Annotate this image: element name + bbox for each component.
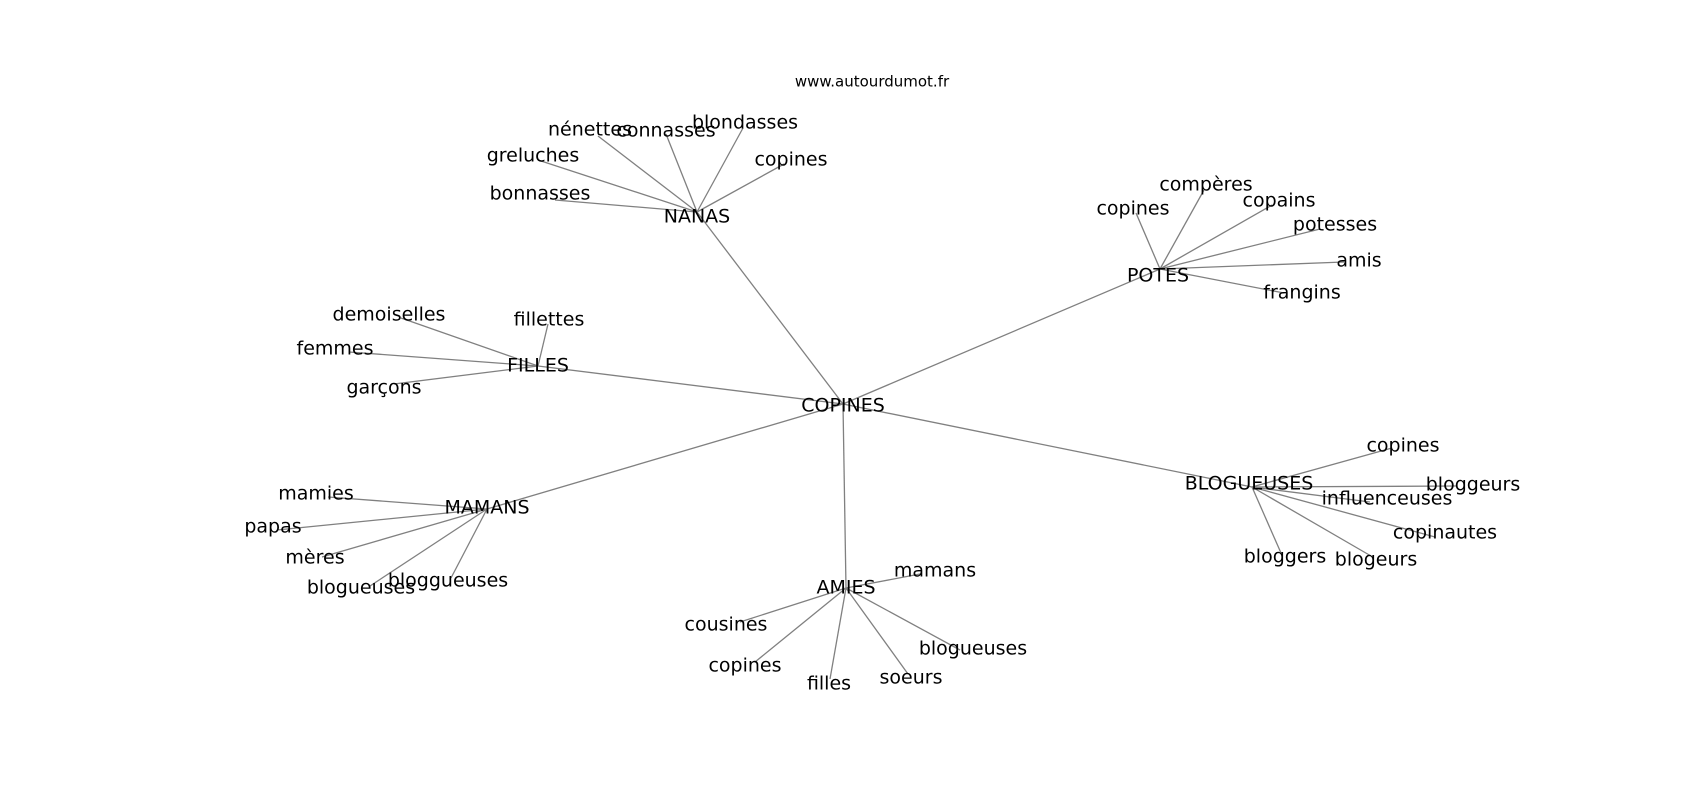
edge-center-filles: [537, 365, 844, 405]
edge-filles-word: [537, 323, 549, 367]
edge-nanas-word: [665, 133, 698, 213]
edge-mamans-word: [450, 508, 488, 579]
word-node: potesses: [1293, 214, 1377, 236]
word-node: blogueuses: [307, 577, 415, 599]
edge-potes-word: [1159, 228, 1321, 270]
word-node: blogueuses: [919, 638, 1027, 660]
word-node: copines: [1096, 198, 1169, 220]
group-node-amies: AMIES: [816, 577, 875, 599]
edge-blogueuses-word: [1251, 486, 1371, 503]
word-node: garçons: [346, 377, 421, 399]
edge-nanas-word: [597, 135, 698, 213]
edge-mamans-word: [327, 496, 488, 510]
node-labels: COPINES NANASbonnassesgreluchesnénettesc…: [244, 112, 1520, 695]
word-node: blondasses: [692, 112, 798, 134]
word-node: copinautes: [1393, 522, 1497, 544]
word-node: mamies: [278, 483, 354, 505]
word-node: greluches: [487, 145, 580, 167]
edge-potes-word: [1159, 204, 1273, 270]
word-node: nénettes: [548, 119, 632, 141]
edge-amies-word: [845, 587, 961, 651]
edge-center-blogueuses: [842, 403, 1253, 488]
source-label: www.autourdumot.fr: [795, 73, 950, 91]
edge-potes-word: [1159, 189, 1205, 270]
edge-blogueuses-word: [1251, 486, 1282, 554]
edge-blogueuses-word: [1251, 486, 1372, 557]
word-node: cousines: [685, 614, 768, 636]
edge-nanas-word: [537, 159, 698, 213]
edge-amies-word: [739, 587, 847, 623]
edges: [276, 127, 1458, 680]
group-node-mamans: MAMANS: [444, 497, 529, 519]
word-node: copines: [754, 149, 827, 171]
edge-amies-word: [845, 587, 909, 675]
edge-potes-word: [1159, 268, 1285, 294]
edge-nanas-word: [696, 163, 785, 213]
edge-amies-word: [754, 587, 847, 663]
word-node: mamans: [894, 560, 976, 582]
edge-nanas-word: [554, 199, 698, 213]
word-node: femmes: [297, 338, 374, 360]
group-node-nanas: NANAS: [664, 206, 730, 228]
edge-blogueuses-word: [1251, 447, 1393, 488]
edge-filles-word: [400, 317, 539, 367]
edge-center-nanas: [696, 211, 844, 405]
edge-center-potes: [842, 268, 1161, 405]
edge-center-mamans: [486, 403, 844, 510]
edge-blogueuses-word: [1251, 485, 1458, 488]
edge-filles-word: [348, 351, 539, 367]
edge-blogueuses-word: [1251, 486, 1436, 538]
word-node: blogeurs: [1335, 549, 1417, 571]
word-node: influenceuses: [1322, 488, 1453, 510]
word-node: fillettes: [514, 309, 585, 331]
center-node-label: COPINES: [801, 395, 885, 417]
edge-mamans-word: [369, 508, 488, 587]
group-node-potes: POTES: [1127, 265, 1189, 287]
edge-nanas-word: [696, 127, 744, 213]
word-node: copines: [1366, 435, 1439, 457]
word-node: bloggueuses: [388, 570, 508, 592]
word-node: soeurs: [880, 667, 943, 689]
word-node: bloggeurs: [1426, 474, 1521, 496]
edge-amies-word: [829, 587, 847, 680]
word-node: mères: [285, 547, 344, 569]
word-node: copains: [1243, 190, 1316, 212]
word-node: bonnasses: [490, 183, 591, 205]
edge-mamans-word: [276, 508, 488, 531]
word-node: filles: [807, 673, 851, 695]
word-node: connasses: [616, 120, 715, 142]
edge-filles-word: [393, 365, 539, 385]
group-node-filles: FILLES: [507, 355, 569, 377]
word-node: frangins: [1263, 282, 1340, 304]
word-node: demoiselles: [333, 304, 446, 326]
group-node-blogueuses: BLOGUEUSES: [1185, 473, 1314, 495]
edge-amies-word: [845, 573, 921, 589]
word-node: compères: [1159, 174, 1252, 196]
edge-mamans-word: [321, 508, 488, 558]
edge-potes-word: [1159, 261, 1345, 270]
word-node: copines: [708, 655, 781, 677]
word-node: amis: [1336, 250, 1381, 272]
edge-center-amies: [842, 403, 847, 589]
edge-potes-word: [1135, 212, 1161, 270]
word-node: papas: [244, 516, 301, 538]
word-node: bloggers: [1244, 546, 1327, 568]
